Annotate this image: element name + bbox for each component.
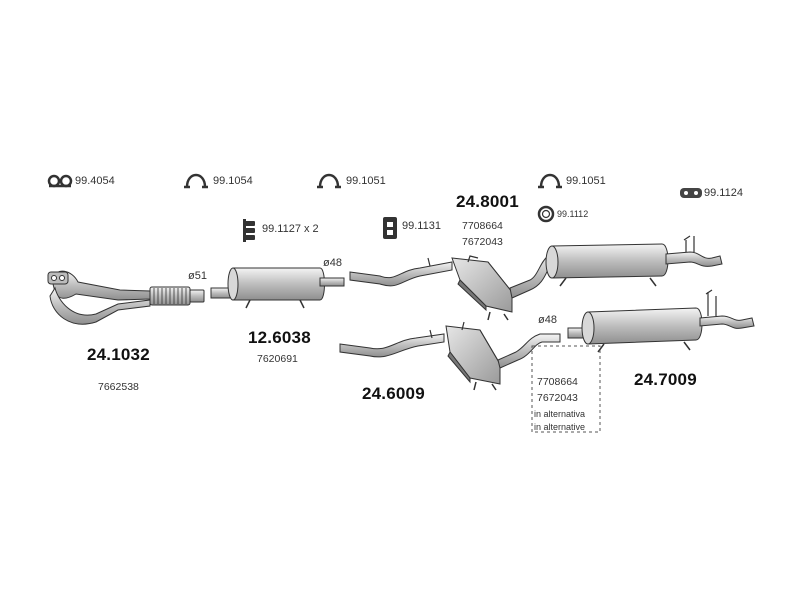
diameter-rear-silencer: ø48 xyxy=(538,314,557,326)
part-number-middle-upper: 24.8001 xyxy=(456,192,519,211)
clamp-1051-label-2: 99.1051 xyxy=(566,175,606,187)
alternative-dashed-bracket xyxy=(531,345,601,433)
diameter-front-pipe: ø51 xyxy=(188,270,207,282)
u-clamp-icon xyxy=(184,173,208,189)
oe-number-middle-upper-2: 7672043 xyxy=(462,236,503,248)
clamp-1054-label: 99.1054 xyxy=(213,175,253,187)
u-clamp-icon xyxy=(538,173,562,189)
rear-silencer-lower-drawing xyxy=(567,289,755,353)
front-silencer-drawing xyxy=(210,267,345,309)
diameter-front-silencer: ø48 xyxy=(323,257,342,269)
part-number-front-silencer: 12.6038 xyxy=(248,328,311,347)
alternative-oe-2: 7672043 xyxy=(537,392,578,404)
ring-1112-label: 99.1112 xyxy=(557,209,589,219)
alternative-note-it: in alternativa xyxy=(534,409,586,419)
rubber-hanger-icon xyxy=(680,188,702,198)
part-number-front-pipe: 24.1032 xyxy=(87,345,150,364)
u-clamp-icon xyxy=(317,173,341,189)
front-pipe-drawing xyxy=(47,270,205,325)
hanger-1124-label: 99.1124 xyxy=(704,187,743,199)
clamp-4054-label: 99.4054 xyxy=(75,175,115,187)
oe-number-front-silencer: 7620691 xyxy=(257,353,298,365)
alternative-oe-1: 7708664 xyxy=(537,376,578,388)
bolt-1127-label: 99.1127 x 2 xyxy=(262,223,319,235)
part-number-rear-silencer: 24.7009 xyxy=(634,370,697,389)
middle-pipe-lower-drawing xyxy=(339,321,561,391)
oe-number-front-pipe: 7662538 xyxy=(98,381,139,393)
alternative-note-en: in alternative xyxy=(534,422,586,432)
double-clamp-icon xyxy=(47,174,73,188)
part-number-middle-lower: 24.6009 xyxy=(362,384,425,403)
rubber-mount-icon xyxy=(383,217,397,239)
bolt-set-icon xyxy=(243,219,255,242)
sealing-ring-icon xyxy=(537,205,555,223)
oe-number-middle-upper-1: 7708664 xyxy=(462,220,503,232)
mount-1131-label: 99.1131 xyxy=(402,220,441,232)
middle-pipe-upper-drawing xyxy=(349,251,561,321)
rear-silencer-upper-drawing xyxy=(545,235,723,287)
clamp-1051-label: 99.1051 xyxy=(346,175,386,187)
